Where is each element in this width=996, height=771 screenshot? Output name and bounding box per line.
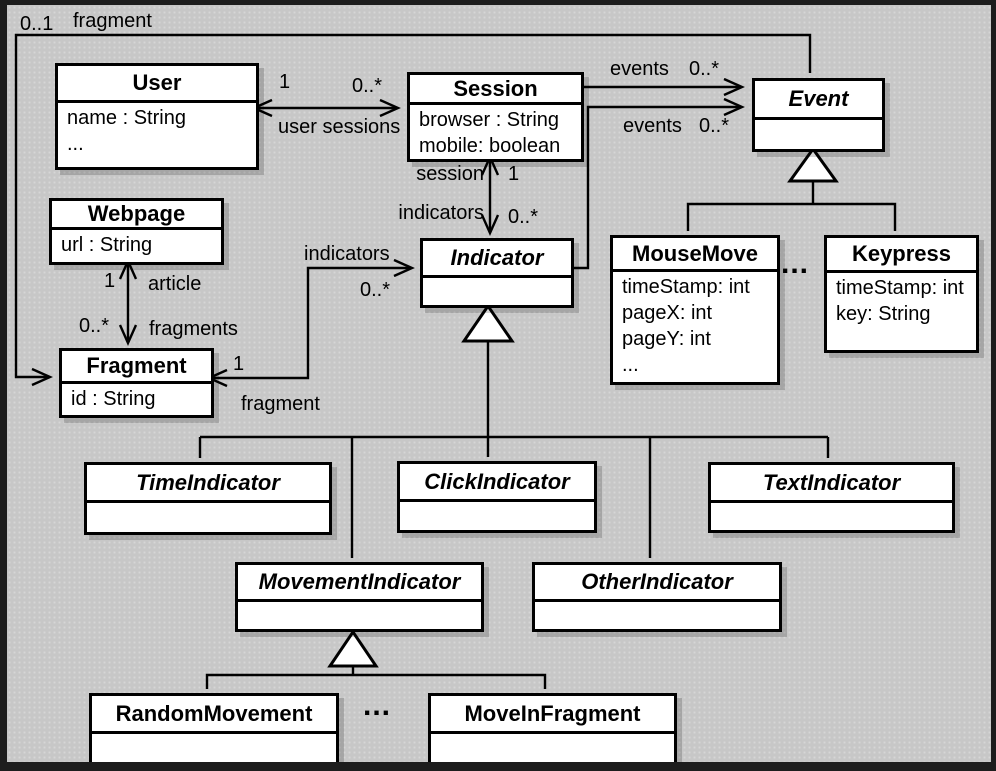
label-fragment-multiplicity: 1 [233, 353, 245, 375]
attribute: ... [622, 354, 639, 376]
class-clickindicator: ClickIndicator [397, 461, 597, 533]
label-events-role-indicator: events [623, 115, 682, 137]
association-session-indicator [480, 154, 500, 236]
label-indicators-multiplicity-session: 0..* [508, 206, 539, 228]
class-attributes: id : String [62, 384, 211, 412]
class-attributes [400, 502, 594, 504]
attribute: name : String [67, 107, 186, 129]
class-event: Event [752, 78, 885, 152]
generalization-indicator-tree [198, 341, 830, 558]
generalization-triangle-movement [327, 629, 379, 668]
class-title: MouseMove [613, 238, 777, 272]
label-article-role: article [148, 273, 202, 295]
attribute: pageY: int [622, 328, 711, 350]
class-attributes [423, 278, 571, 280]
association-event-fragment [14, 33, 812, 387]
class-attributes [755, 120, 882, 122]
label-indicators-multiplicity-fragment: 0..* [360, 279, 391, 301]
attribute: ... [67, 133, 84, 155]
attribute: pageX: int [622, 302, 713, 324]
class-attributes: browser : String mobile: boolean [410, 105, 581, 159]
label-fragments-role: fragments [149, 318, 238, 340]
attribute: id : String [71, 388, 156, 410]
class-attributes [431, 734, 674, 736]
class-attributes [87, 503, 329, 505]
class-keypress: Keypress timeStamp: int key: String [824, 235, 979, 353]
class-title: Keypress [827, 238, 976, 273]
class-attributes [711, 503, 952, 505]
class-movementindicator: MovementIndicator [235, 562, 484, 632]
label-session-role: session [416, 163, 484, 185]
label-indicators-role-fragment: indicators [304, 243, 390, 265]
class-title: MoveInFragment [431, 696, 674, 734]
class-attributes: url : String [52, 230, 221, 258]
attribute: timeStamp: int [836, 277, 964, 299]
class-title: TimeIndicator [87, 465, 329, 503]
class-mousemove: MouseMove timeStamp: int pageX: int page… [610, 235, 780, 385]
label-fragments-multiplicity: 0..* [79, 315, 110, 337]
class-title: ClickIndicator [400, 464, 594, 502]
class-title: Indicator [423, 241, 571, 278]
attribute: browser : String [419, 109, 560, 131]
class-textindicator: TextIndicator [708, 462, 955, 533]
association-indicator-event [567, 97, 745, 270]
label-webpage-multiplicity: 1 [104, 270, 116, 292]
class-indicator: Indicator [420, 238, 574, 308]
association-user-session [251, 98, 401, 118]
class-title: User [58, 66, 256, 103]
class-attributes: timeStamp: int key: String [827, 273, 976, 327]
association-webpage-fragment [118, 258, 138, 346]
class-randommovement: RandomMovement [89, 693, 339, 762]
label-session-multiplicity: 1 [508, 163, 520, 185]
class-title: Event [755, 81, 882, 120]
ellipsis-more-movements: ... [363, 689, 392, 722]
generalization-movement-tree [205, 664, 547, 689]
class-attributes [92, 734, 336, 736]
attribute: url : String [61, 234, 153, 256]
label-sessions-multiplicity: 0..* [352, 75, 383, 97]
class-title: OtherIndicator [535, 565, 779, 602]
class-title: MovementIndicator [238, 565, 481, 602]
label-fragment-role: fragment [241, 393, 320, 415]
association-session-event [577, 77, 745, 97]
label-user-multiplicity: 1 [279, 71, 291, 93]
class-title: Session [410, 75, 581, 105]
generalization-triangle-indicator [461, 303, 515, 343]
class-moveinfragment: MoveInFragment [428, 693, 677, 762]
class-title: Webpage [52, 201, 221, 230]
class-attributes: name : String ... [58, 103, 256, 157]
class-timeindicator: TimeIndicator [84, 462, 332, 535]
generalization-event-tree [686, 181, 897, 231]
class-session: Session browser : String mobile: boolean [407, 72, 584, 162]
generalization-triangle-event [787, 146, 839, 183]
attribute: timeStamp: int [622, 276, 750, 298]
class-title: Fragment [62, 351, 211, 384]
class-title: RandomMovement [92, 696, 336, 734]
label-indicators-role-session: indicators [398, 202, 484, 224]
label-events-role-session: events [610, 58, 669, 80]
attribute: key: String [836, 303, 931, 325]
class-title: TextIndicator [711, 465, 952, 503]
label-events-multiplicity-indicator: 0..* [699, 115, 730, 137]
attribute: mobile: boolean [419, 135, 561, 157]
class-user: User name : String ... [55, 63, 259, 170]
class-attributes: timeStamp: int pageX: int pageY: int ... [613, 272, 777, 378]
class-attributes [535, 602, 779, 604]
class-otherindicator: OtherIndicator [532, 562, 782, 632]
class-webpage: Webpage url : String [49, 198, 224, 265]
label-event-fragment-multiplicity: 0..1 [20, 13, 54, 35]
ellipsis-more-events: ... [781, 247, 810, 280]
label-event-fragment-role: fragment [73, 10, 152, 32]
label-user-sessions-roles: user sessions [278, 116, 401, 138]
class-attributes [238, 602, 481, 604]
class-fragment: Fragment id : String [59, 348, 214, 418]
label-events-multiplicity-session: 0..* [689, 58, 720, 80]
